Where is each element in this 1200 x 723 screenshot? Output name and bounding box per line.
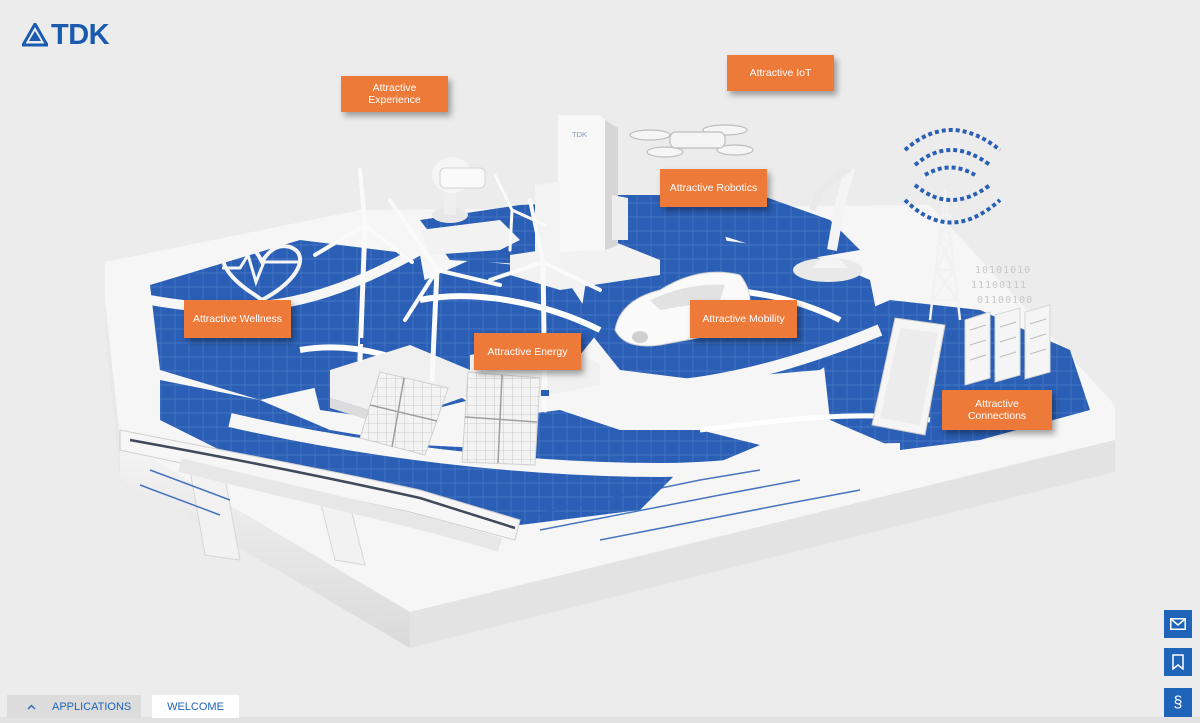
- hotspot-attractive-connections[interactable]: Attractive Connections: [942, 390, 1052, 430]
- bookmark-button[interactable]: [1164, 648, 1192, 676]
- hotspot-attractive-robotics[interactable]: Attractive Robotics: [660, 169, 767, 207]
- mail-icon: [1170, 618, 1186, 630]
- welcome-button[interactable]: WELCOME: [152, 695, 239, 718]
- binary-line: 11100111: [971, 280, 1028, 291]
- hotspot-attractive-experience[interactable]: Attractive Experience: [341, 76, 448, 112]
- bottom-shade: [0, 717, 1200, 723]
- bottom-nav-bar: APPLICATIONS WELCOME: [0, 695, 1200, 723]
- binary-line: 10101010: [975, 265, 1032, 276]
- welcome-label: WELCOME: [167, 700, 224, 713]
- applications-button[interactable]: APPLICATIONS: [7, 695, 141, 718]
- tdk-triangle-logo-icon: [22, 23, 48, 47]
- section-sign-icon: §: [1173, 694, 1183, 711]
- bookmark-icon: [1172, 654, 1184, 670]
- chevron-up-icon: [27, 704, 36, 709]
- contact-mail-button[interactable]: [1164, 610, 1192, 638]
- hotspot-attractive-iot[interactable]: Attractive IoT: [727, 55, 834, 91]
- legal-button[interactable]: §: [1164, 688, 1192, 718]
- hotspot-attractive-mobility[interactable]: Attractive Mobility: [690, 300, 797, 338]
- binary-code-decoration: 10101010 11100111 01100100: [971, 263, 1034, 308]
- hotspot-attractive-energy[interactable]: Attractive Energy: [474, 333, 581, 370]
- applications-label: APPLICATIONS: [52, 700, 132, 713]
- tdk-logo[interactable]: TDK: [22, 19, 110, 51]
- binary-line: 01100100: [977, 295, 1034, 306]
- hotspot-attractive-wellness[interactable]: Attractive Wellness: [184, 300, 291, 338]
- logo-text: TDK: [51, 19, 110, 51]
- tower-logo-text: TDK: [572, 130, 587, 139]
